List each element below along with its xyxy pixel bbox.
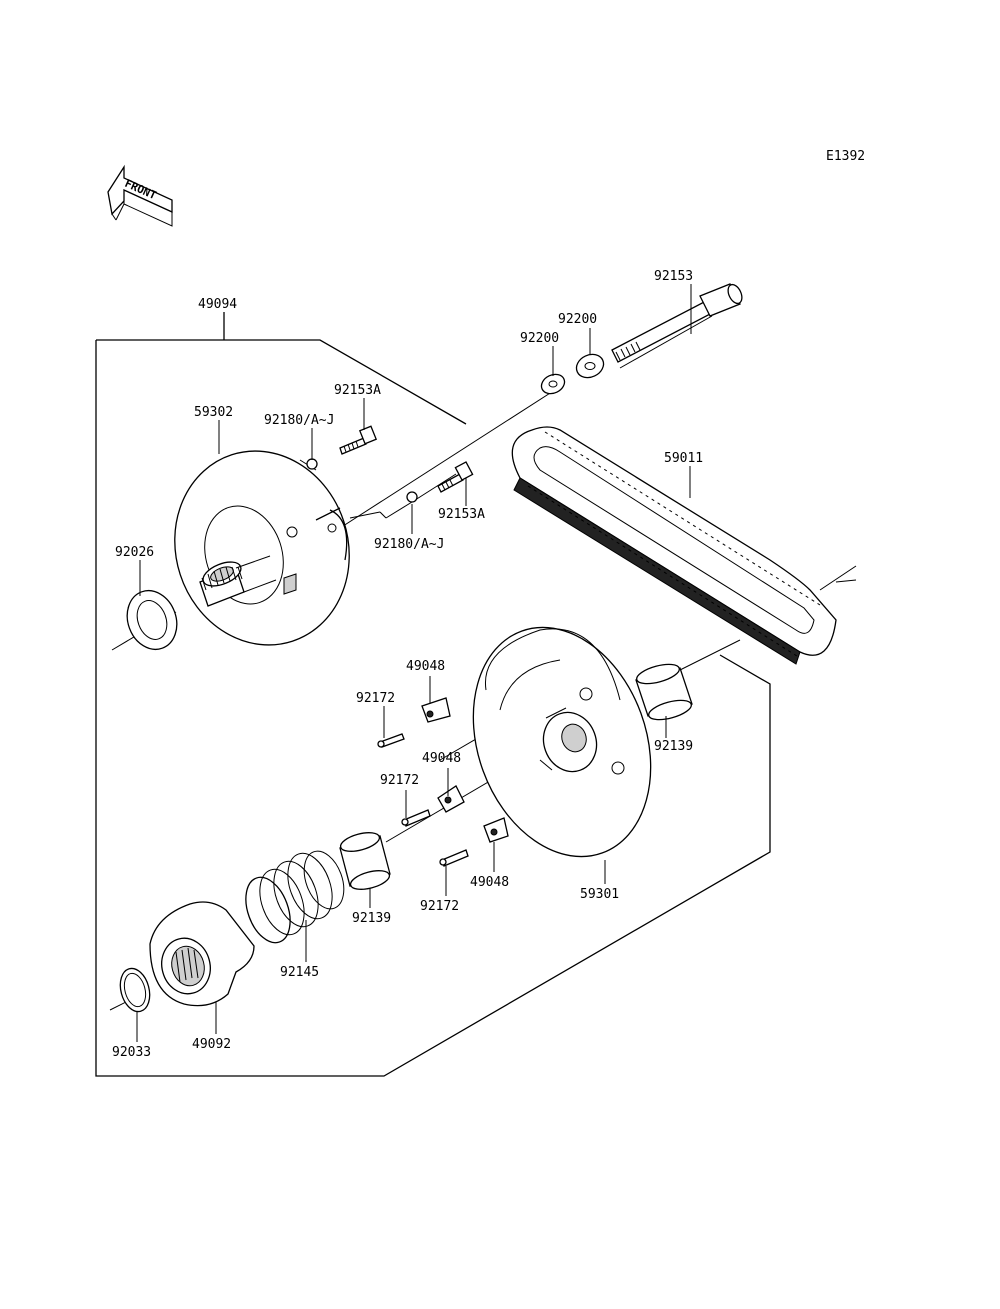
screw-92172-c xyxy=(439,849,469,867)
washer-92180-b xyxy=(406,491,418,503)
label-92200-b: 92200 xyxy=(558,312,597,327)
washer-92200-b xyxy=(575,353,605,379)
washer-92026 xyxy=(126,589,178,651)
label-49094: 49094 xyxy=(198,297,237,312)
label-92180-a: 92180/A~J xyxy=(264,413,334,428)
circlip-92033 xyxy=(119,967,151,1013)
label-92172-b: 92172 xyxy=(380,773,419,788)
label-92139-a: 92139 xyxy=(654,739,693,754)
cam-49092 xyxy=(149,901,255,1007)
sheave-59302 xyxy=(174,450,350,646)
bolt-92153 xyxy=(611,283,743,363)
sheave-59301 xyxy=(472,626,652,858)
label-49048-a: 49048 xyxy=(406,659,445,674)
screw-92172-a xyxy=(377,733,405,748)
label-49048-b: 49048 xyxy=(422,751,461,766)
bushing-92139-b xyxy=(339,832,391,890)
label-92145: 92145 xyxy=(280,965,319,980)
spring-92145 xyxy=(245,850,345,944)
label-59011: 59011 xyxy=(664,451,703,466)
splined-shaft xyxy=(199,555,277,607)
front-label: FRONT xyxy=(123,177,159,202)
part-labels: 49094 92153 92200 92200 92153A 59302 921… xyxy=(112,269,703,1060)
washer-92180-a xyxy=(306,458,318,470)
label-92172-a: 92172 xyxy=(356,691,395,706)
bolt-92153A-a xyxy=(339,425,378,455)
label-92180-b: 92180/A~J xyxy=(374,537,444,552)
screw-92172-b xyxy=(401,809,431,827)
label-92153A-a: 92153A xyxy=(334,383,381,398)
label-49048-c: 49048 xyxy=(470,875,509,890)
front-arrow-icon: FRONT xyxy=(107,164,173,227)
label-92172-c: 92172 xyxy=(420,899,459,914)
bushing-92139-a xyxy=(635,663,693,721)
weight-49048-b xyxy=(437,785,465,813)
leader-lines xyxy=(136,284,692,1042)
label-59302: 59302 xyxy=(194,405,233,420)
figure-code: E1392 xyxy=(826,149,865,164)
label-92200-a: 92200 xyxy=(520,331,559,346)
weight-49048-c xyxy=(483,817,509,843)
washer-92200-a xyxy=(540,373,566,395)
label-92026: 92026 xyxy=(115,545,154,560)
bolt-92153A-b xyxy=(437,461,474,493)
assembly-outline xyxy=(95,312,771,1077)
label-92153A-b: 92153A xyxy=(438,507,485,522)
label-49092: 49092 xyxy=(192,1037,231,1052)
label-59301: 59301 xyxy=(580,887,619,902)
axis-lines xyxy=(109,315,857,1011)
label-92139-b: 92139 xyxy=(352,911,391,926)
label-92033: 92033 xyxy=(112,1045,151,1060)
weight-49048-a xyxy=(421,697,451,723)
drive-belt-59011 xyxy=(511,426,837,665)
label-92153: 92153 xyxy=(654,269,693,284)
